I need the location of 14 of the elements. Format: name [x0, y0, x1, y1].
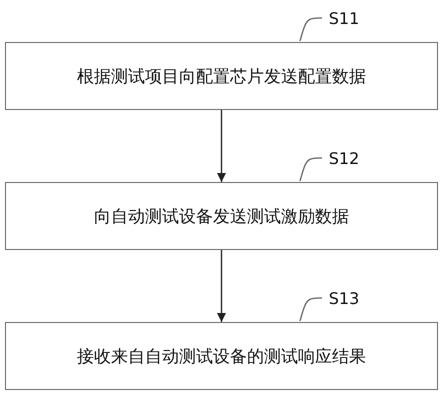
arrow — [216, 110, 226, 182]
process-box — [5, 182, 438, 250]
step-text: 向自动测试设备发送测试激励数据 — [94, 206, 349, 228]
step-label: S13 — [328, 288, 360, 308]
step-text: 根据测试项目向配置芯片发送配置数据 — [77, 66, 366, 88]
step-label: S12 — [328, 148, 360, 168]
leader-line — [299, 297, 322, 322]
step-text: 接收来自自动测试设备的测试响应结果 — [77, 346, 366, 368]
leader-line — [299, 17, 322, 42]
process-box — [5, 42, 438, 110]
step-label: S11 — [328, 8, 360, 28]
arrow — [216, 250, 226, 322]
process-box — [5, 322, 438, 390]
leader-line — [299, 157, 322, 182]
